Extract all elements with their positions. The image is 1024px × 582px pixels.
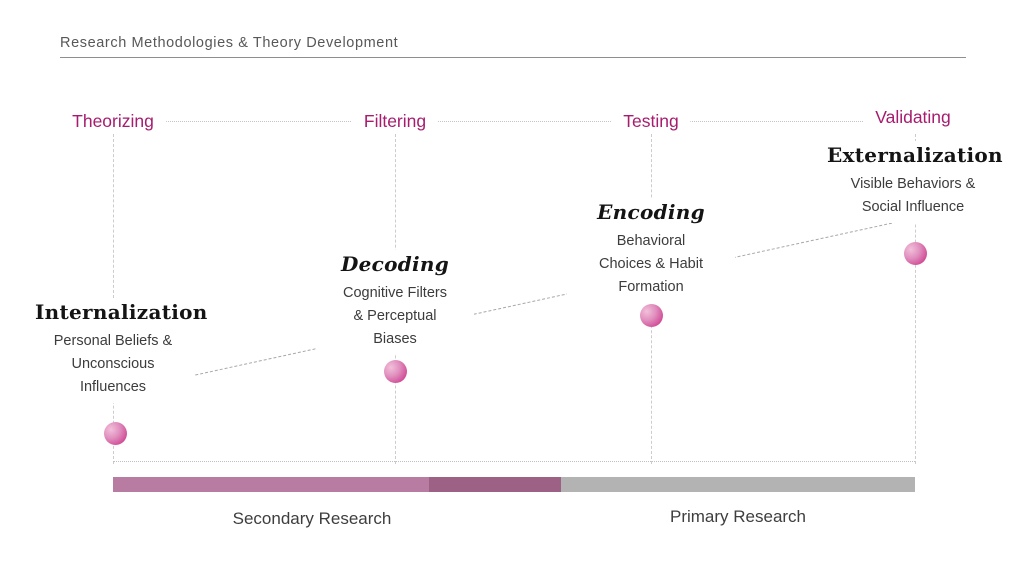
title-underline — [60, 57, 966, 58]
secondary-research-label: Secondary Research — [232, 509, 392, 528]
bar-segment-secondary-dark — [429, 477, 561, 492]
milestone-description-line: Social Influence — [861, 199, 965, 215]
bar-segment-secondary-light — [113, 477, 429, 492]
milestone-decoding: Decoding Cognitive Filters & Perceptual … — [316, 250, 474, 355]
stage-label-testing: Testing — [611, 111, 691, 132]
milestone-description-line: Personal Beliefs & — [53, 333, 173, 349]
data-point-encoding — [640, 304, 663, 327]
data-point-externalization — [904, 242, 927, 265]
bar-segment-primary — [561, 477, 915, 492]
milestone-heading: Encoding — [597, 200, 705, 224]
vertical-line-validating — [915, 134, 916, 464]
primary-research-label: Primary Research — [669, 507, 807, 526]
data-point-internalization — [104, 422, 127, 445]
milestone-description-line: Cognitive Filters — [343, 285, 447, 301]
stage-label-filtering: Filtering — [351, 111, 439, 132]
milestone-description-line: & Perceptual — [353, 308, 437, 324]
milestone-heading: Decoding — [340, 252, 450, 276]
stage-label-theorizing: Theorizing — [60, 111, 166, 132]
milestone-description-line: Biases — [373, 331, 417, 347]
milestone-description-line: Visible Behaviors & — [850, 176, 976, 192]
milestone-description: Visible Behaviors & Social Influence — [827, 173, 999, 219]
milestone-externalization: Externalization Visible Behaviors & Soci… — [823, 141, 1003, 223]
stage-label-validating: Validating — [863, 107, 963, 128]
data-point-decoding — [384, 360, 407, 383]
milestone-description-line: Choices & Habit — [599, 256, 703, 272]
milestone-internalization: Internalization Personal Beliefs & Uncon… — [31, 298, 208, 403]
milestone-description-line: Unconscious — [71, 356, 155, 372]
milestone-description-line: Formation — [618, 279, 684, 295]
stage-connector-line — [113, 121, 913, 122]
milestone-encoding: Encoding Behavioral Choices & Habit Form… — [567, 198, 735, 303]
milestone-description: Behavioral Choices & Habit Formation — [571, 230, 731, 299]
page-title: Research Methodologies & Theory Developm… — [60, 35, 399, 51]
milestone-heading: Internalization — [35, 300, 208, 324]
milestone-description-line: Behavioral — [616, 233, 686, 249]
milestone-description: Cognitive Filters & Perceptual Biases — [320, 282, 470, 351]
milestone-description: Personal Beliefs & Unconscious Influence… — [35, 330, 191, 399]
milestone-heading: Externalization — [827, 143, 1003, 167]
milestone-description-line: Influences — [79, 379, 147, 395]
baseline-dotted-line — [113, 461, 915, 462]
